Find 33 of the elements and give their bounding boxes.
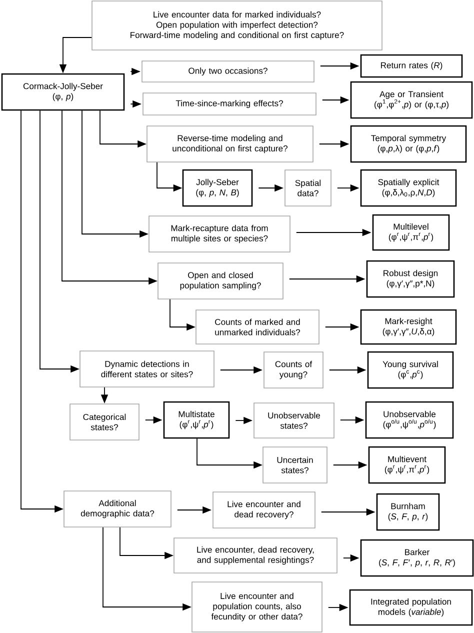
question-box: Unobservable states? bbox=[254, 402, 334, 438]
question-box: Time-since-marking effects? bbox=[142, 92, 316, 116]
question-box: Open and closed population sampling? bbox=[158, 262, 284, 300]
question-box: Categorical states? bbox=[70, 404, 140, 440]
model-box: Age or Transient (φ$^{1}$,φ$^{2+}$,p) or (φ,τ,p) bbox=[350, 81, 473, 119]
question-box: Spatial data? bbox=[284, 170, 332, 206]
question-box: Live encounter, dead recovery, and supplemental resightings? bbox=[174, 538, 338, 574]
model-box: Multilevel (φ$^{r}$,ψ$^{r}$,π$^{r}$,p$^{r}$) bbox=[372, 214, 450, 251]
model-box: Robust design (φ,γ′,γ″,p*,N) bbox=[366, 260, 455, 298]
question-box: Dynamic detections in different states or sites? bbox=[80, 350, 214, 388]
question-box: Mark-recapture data from multiple sites or species? bbox=[148, 216, 290, 252]
model-box: Multievent (φ$^{r}$,ψ$^{r}$,π$^{r}$,p$^{r}$) bbox=[368, 446, 446, 484]
question-box: Uncertain states? bbox=[262, 446, 328, 484]
question-box: Live encounter and dead recovery? bbox=[212, 492, 316, 528]
model-box: Jolly-Seber (φ, p, N, B) bbox=[182, 169, 253, 207]
question-box: Reverse-time modeling and unconditional on first capture? bbox=[146, 126, 314, 162]
model-box: Cormack-Jolly-Seber (φ, p) bbox=[1, 73, 125, 111]
model-box: Temporal symmetry (φ,p,λ) or (φ,p,f) bbox=[350, 125, 467, 163]
question-box: Live encounter and population counts, also fecundity or other data? bbox=[192, 582, 322, 632]
model-box: Barker (S, F, F′, p, r, R, R′) bbox=[360, 539, 474, 577]
model-box: Unobservable (φ$^{o/u}$,ψ$^{o/u}$,p$^{o/u}$) bbox=[365, 401, 454, 439]
model-box: Spatially explicit (φ,δ,λ$_{0}$,ρ,N,D) bbox=[360, 169, 457, 207]
question-box: Counts of young? bbox=[264, 352, 324, 388]
question-box: Counts of marked and unmarked individuals? bbox=[196, 310, 320, 344]
model-box: Integrated population models (variable) bbox=[349, 589, 473, 626]
question-box: Live encounter data for marked individuals? Open population with imperfect detection? Forward-time modeling and conditional on first capture? bbox=[92, 0, 382, 50]
model-box: Mark-resight (φ,γ′,γ″,U,δ,α) bbox=[360, 309, 457, 345]
model-box: Return rates (R) bbox=[360, 54, 463, 78]
model-box: Multistate (φ$^{r}$,ψ$^{r}$,p$^{r}$) bbox=[163, 401, 230, 439]
model-box: Young survival (φ$^{c}$,p$^{c}$) bbox=[367, 351, 454, 389]
question-box: Only two occasions? bbox=[142, 60, 314, 82]
model-box: Burnham (S, F, p, r) bbox=[376, 493, 440, 531]
question-box: Additional demographic data? bbox=[64, 490, 172, 528]
